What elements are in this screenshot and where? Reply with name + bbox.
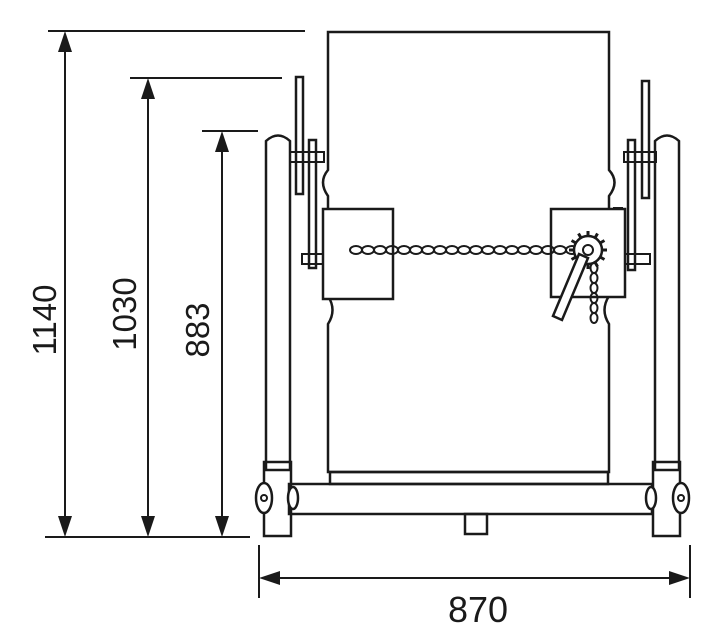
arrowhead-down-icon [215,516,229,537]
dimension-1140: 1140 [26,30,305,538]
left-bolt-upper [289,151,325,163]
right-wheel-hub [677,494,685,502]
dimension-1030: 1030 [106,77,282,537]
ratchet-tooth [599,255,606,261]
chain-link [469,245,483,255]
arrowhead-down-icon [141,516,155,537]
left-upright [264,75,395,472]
left-wheel [254,481,274,515]
chain-link [433,245,447,255]
dimension-label-1140: 1140 [26,285,63,356]
chain-link [421,245,435,255]
ratchet-tooth [577,232,583,239]
left-clamp-plate-inner [307,138,318,270]
center-stub [463,512,489,536]
drum-base-rim [328,470,610,486]
chain-link [397,245,411,255]
arrowhead-down-icon [58,516,72,537]
dimension-label-1030: 1030 [106,277,143,350]
dimension-870: 870 [258,545,691,630]
right-post [653,134,681,472]
ratchet-tooth [599,239,606,245]
left-wheel-inner [286,485,300,511]
hanging-chain [589,262,599,324]
left-post [264,134,292,472]
dimension-label-883: 883 [179,302,216,357]
chain-link [481,245,495,255]
right-clamp-plate-inner [626,138,637,272]
base-frame [254,460,691,538]
chain-link [493,245,507,255]
arrowhead-right-icon [669,571,690,585]
arrowhead-up-icon [215,131,229,152]
chain-link [529,245,543,255]
left-bolt-lower [301,253,325,265]
base-crossbar [287,482,654,516]
left-clamp-plate-outer [294,75,305,196]
chain [349,245,579,255]
chain-link [445,245,459,255]
arrowhead-up-icon [58,31,72,52]
arrowhead-up-icon [141,78,155,99]
dimension-label-870: 870 [448,589,508,630]
chain-link [589,302,599,314]
right-clamp-plate-outer [640,79,651,200]
arrowhead-left-icon [259,571,280,585]
ratchet-lever [551,252,590,322]
ratchet-tooth [593,232,599,239]
ratchet-hub [582,244,594,256]
ratchet-tooth [570,255,577,261]
chain-link [457,245,471,255]
ratchet [551,231,607,324]
chain-link [589,312,599,324]
chain-link [409,245,423,255]
dimension-883: 883 [179,130,258,537]
chain-link [505,245,519,255]
left-wheel-hub [260,494,268,502]
right-wheel-inner [644,485,658,511]
chain-link [517,245,531,255]
ratchet-tooth [570,239,577,245]
right-wheel [671,481,691,515]
right-bolt-upper [623,151,657,163]
